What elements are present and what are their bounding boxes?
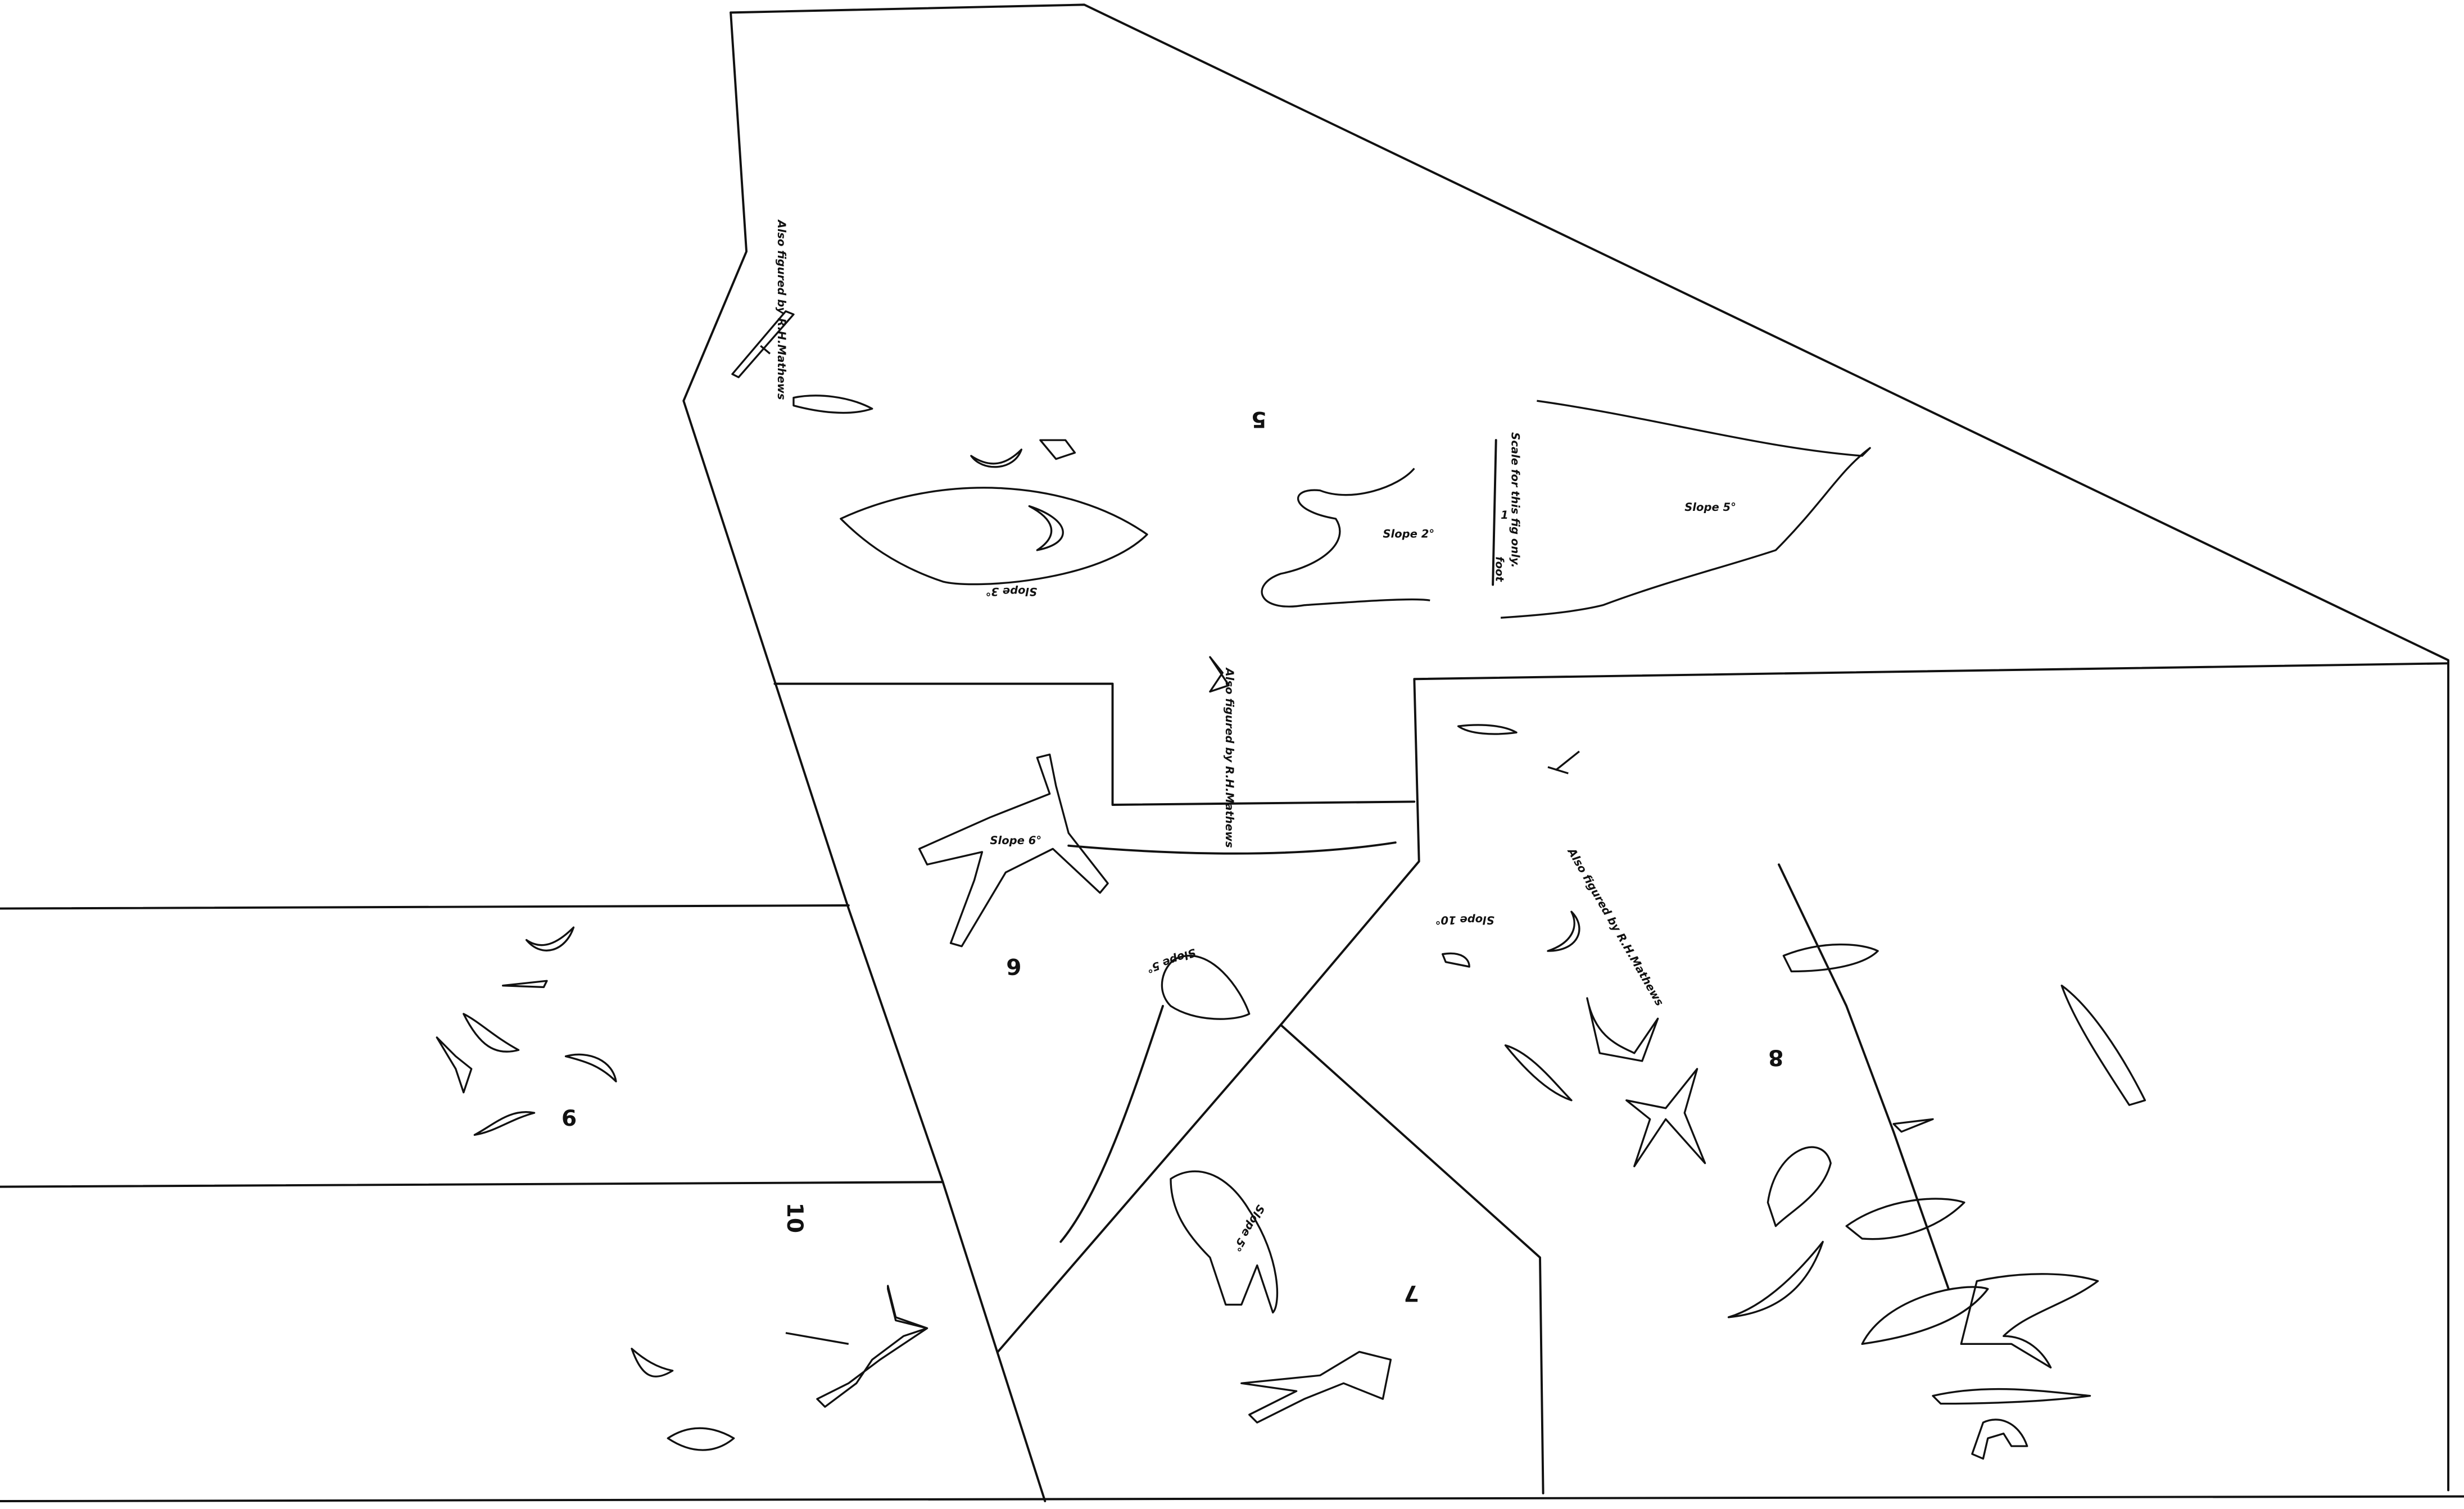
- region-8-boundary: [997, 662, 2449, 1353]
- boomerang-figure: [525, 926, 575, 951]
- scale-bar: [1492, 439, 1497, 586]
- region-9-boundary: [0, 904, 850, 910]
- human-figure: [918, 753, 1109, 948]
- region-8-figures: [1441, 724, 2146, 1460]
- region-label-10: 10: [782, 1203, 807, 1233]
- animal-figure: [1161, 954, 1251, 1020]
- region-label-8: 8: [1768, 1044, 1783, 1070]
- also-figured-note: Also figured by R.H.Mathews: [775, 219, 788, 400]
- slope-label: Slope 6°: [990, 834, 1041, 847]
- fish-striped-figure: [1932, 1388, 2091, 1405]
- fish-figure: [1727, 1240, 1824, 1318]
- region-label-6: 6: [1006, 953, 1021, 978]
- region-boundaries: [0, 3, 2464, 1502]
- region-10-boundary: [0, 1181, 944, 1188]
- scale-mid-label: 1: [1501, 509, 1509, 522]
- emu-figure: [436, 1036, 473, 1094]
- dolphin-figure: [1960, 1273, 2099, 1368]
- region-10-figures: [631, 1285, 928, 1451]
- region-label-7: 7: [1403, 1280, 1419, 1306]
- fish-figure-large: [840, 487, 1148, 586]
- fish-figure: [1861, 1286, 1989, 1345]
- club-figure: [1547, 750, 1580, 774]
- scale-note: Scale for this fig only.: [1509, 432, 1522, 568]
- crack-line-8: [1778, 863, 1950, 1290]
- boomerang-figure: [631, 1348, 674, 1377]
- fish-striped-figure: [1504, 1044, 1573, 1102]
- region-7-boundary: [1279, 1023, 1544, 1494]
- fish-figure: [667, 1427, 735, 1451]
- slope-label: Slope 5°: [1684, 501, 1736, 514]
- boomerang-figure: [564, 1053, 617, 1082]
- fish-figure: [1767, 1146, 1832, 1227]
- spear-figure: [731, 310, 795, 378]
- region-9-figures: [436, 926, 617, 1136]
- region-6-figures: [918, 753, 1251, 1020]
- region-7-figures: [1170, 1170, 1392, 1424]
- slope-label: Slope 2°: [1383, 528, 1434, 541]
- slope-label: Slope 10°: [1435, 914, 1494, 927]
- boomerang-figure: [463, 1013, 520, 1053]
- boomerang-figure: [970, 448, 1023, 468]
- boomerang-figure: [1441, 952, 1470, 968]
- horseshoe-figure: [1971, 1419, 2028, 1460]
- fish-figure: [1845, 1198, 1965, 1240]
- kangaroo-figure: [1261, 468, 1430, 608]
- boomerang-figure: [502, 980, 548, 989]
- region-label-5: 5: [1251, 406, 1266, 432]
- left-boundary: [682, 11, 1047, 1502]
- small-fish-figure: [792, 395, 873, 414]
- region-label-9: 9: [561, 1104, 577, 1130]
- eel-striped-figure: [2060, 984, 2146, 1106]
- crack-line-6b: [1059, 1005, 1164, 1243]
- region-5-figures: [731, 310, 1871, 693]
- bird-figure: [1039, 439, 1076, 460]
- also-figured-note: Also figured by R.H.Mathews: [1223, 667, 1236, 848]
- region-6-boundary: [773, 682, 1416, 806]
- kangaroo-small-figure: [1209, 656, 1230, 693]
- small-fish-figure: [1892, 1118, 1934, 1133]
- boomerang-figure: [1547, 910, 1580, 952]
- human-lying-figure: [1240, 1351, 1392, 1424]
- slope-label: Slope 5°: [1145, 946, 1198, 976]
- human-figure: [785, 1285, 928, 1408]
- boomerang-figure: [473, 1111, 536, 1136]
- crack-line-6: [1067, 841, 1397, 855]
- scale-unit-label: foot: [1493, 556, 1506, 582]
- emu-figure: [1586, 997, 1659, 1062]
- cross-figure: [1625, 1068, 1706, 1167]
- boomerang-figure: [1457, 724, 1518, 735]
- outer-boundary: [0, 3, 2464, 1502]
- large-animal-figure: [1500, 400, 1871, 619]
- boomerang-figure: [1028, 505, 1064, 551]
- slope-label: Slope 3°: [986, 585, 1038, 598]
- fish-figure: [1782, 943, 1879, 973]
- kangaroo-figure: [1170, 1170, 1279, 1314]
